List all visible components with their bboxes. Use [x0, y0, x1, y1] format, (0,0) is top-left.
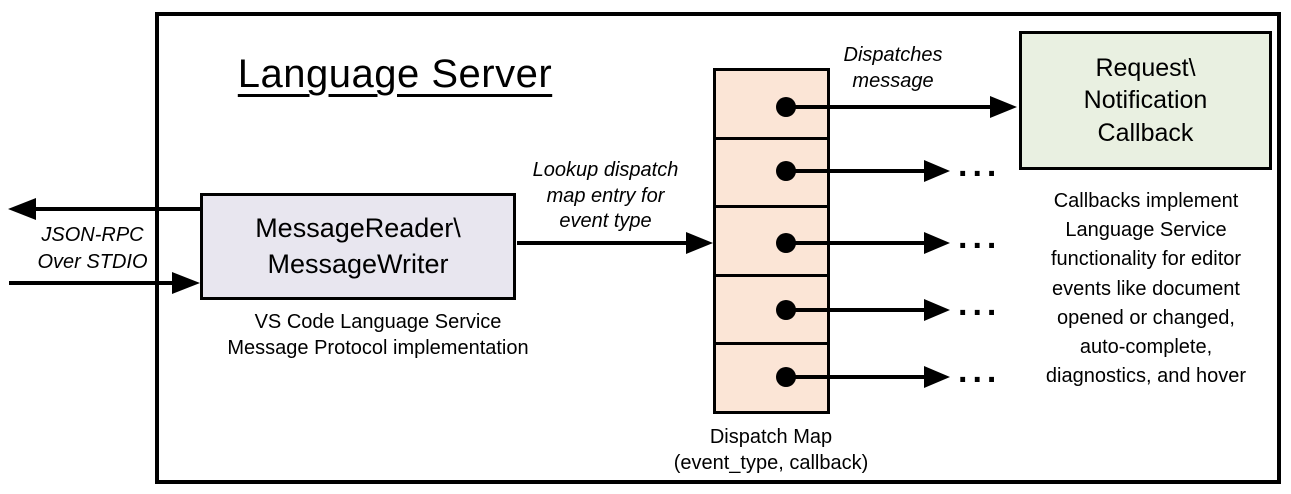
diagram-title: Language Server — [237, 52, 553, 96]
dispatch-map-cell — [716, 71, 827, 137]
ellipsis-icon: ... — [958, 285, 1002, 323]
ellipsis-icon: ... — [958, 146, 1002, 184]
dispatches-message-label: Dispatches message — [843, 44, 943, 92]
ellipsis-icon: ... — [958, 218, 1002, 256]
dispatch-map-cell — [716, 136, 827, 206]
json-rpc-stdio-label: JSON-RPC Over STDIO — [37, 224, 148, 273]
dispatch-map-box — [713, 68, 830, 414]
request-notification-callback-box: Request\ Notification Callback — [1019, 31, 1272, 170]
dispatch-map-cell — [716, 205, 827, 274]
dispatch-map-caption: Dispatch Map (event_type, callback) — [673, 426, 869, 474]
message-reader-writer-label: MessageReader\ MessageWriter — [255, 213, 461, 279]
callbacks-description: Callbacks implement Language Service fun… — [1045, 190, 1247, 388]
ellipsis-icon: ... — [958, 352, 1002, 390]
dispatch-map-cell — [716, 342, 827, 411]
language-server-boundary-box — [155, 12, 1281, 484]
dispatch-map-cell — [716, 273, 827, 343]
lookup-dispatch-label: Lookup dispatch map entry for event type — [532, 159, 679, 233]
request-notification-callback-label: Request\ Notification Callback — [1083, 53, 1208, 147]
reader-caption: VS Code Language Service Message Protoco… — [227, 311, 529, 360]
message-reader-writer-box: MessageReader\ MessageWriter — [200, 193, 516, 300]
